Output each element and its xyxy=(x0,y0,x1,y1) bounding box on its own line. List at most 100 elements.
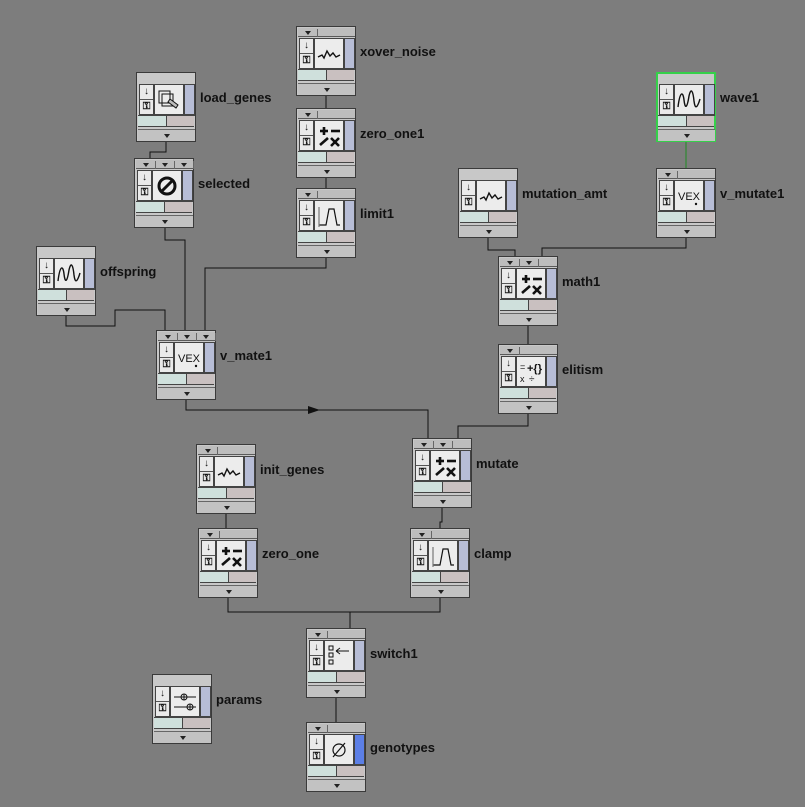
footprint-flag[interactable] xyxy=(165,202,192,213)
lock-flag-icon[interactable]: ⚿ xyxy=(162,359,171,370)
lock-flag-icon[interactable]: ⚿ xyxy=(312,657,321,668)
node-status-strip[interactable] xyxy=(298,231,355,243)
lock-flag-icon[interactable]: ⚿ xyxy=(504,285,513,296)
template-flag[interactable] xyxy=(154,718,183,729)
footprint-flag[interactable] xyxy=(183,718,210,729)
input-connector[interactable] xyxy=(412,531,432,539)
footprint-flag[interactable] xyxy=(441,572,468,583)
display-flag[interactable] xyxy=(354,734,365,765)
template-flag[interactable] xyxy=(308,766,337,777)
input-connector[interactable] xyxy=(308,631,328,639)
output-connector[interactable] xyxy=(298,165,355,177)
bypass-flag-icon[interactable]: ↓ xyxy=(502,357,515,372)
node-label[interactable]: init_genes xyxy=(260,462,325,477)
input-connector[interactable] xyxy=(158,333,178,341)
node-params[interactable]: ↓⚿params xyxy=(152,674,262,744)
template-flag[interactable] xyxy=(298,232,327,243)
template-flag[interactable] xyxy=(412,572,441,583)
output-connector[interactable] xyxy=(200,585,257,597)
bypass-flag-icon[interactable]: ↓ xyxy=(660,181,673,196)
bypass-flag-icon[interactable]: ↓ xyxy=(160,343,173,358)
lock-flag-icon[interactable]: ⚿ xyxy=(418,467,427,478)
node-label[interactable]: elitism xyxy=(562,362,604,377)
node-status-strip[interactable] xyxy=(308,671,365,683)
template-flag[interactable] xyxy=(500,300,529,311)
node-init-genes[interactable]: ↓⚿ init_genes xyxy=(196,444,324,514)
node-label[interactable]: mutate xyxy=(476,456,519,471)
node-status-strip[interactable] xyxy=(414,481,471,493)
output-connector[interactable] xyxy=(298,245,355,257)
input-connector[interactable] xyxy=(177,333,197,341)
input-connector[interactable] xyxy=(658,171,678,179)
node-tile[interactable]: ↓⚿ xyxy=(306,628,366,698)
bypass-flag-icon[interactable]: ↓ xyxy=(310,735,323,750)
bypass-flag-icon[interactable]: ↓ xyxy=(462,181,475,196)
display-flag[interactable] xyxy=(204,342,215,373)
node-tile[interactable]: ↓⚿VEX xyxy=(156,330,216,400)
lock-flag-icon[interactable]: ⚿ xyxy=(140,187,149,198)
node-tile[interactable]: ↓⚿ xyxy=(196,444,256,514)
node-offspring[interactable]: ↓⚿offspring xyxy=(36,246,156,316)
footprint-flag[interactable] xyxy=(167,116,194,127)
node-mutation-amt[interactable]: ↓⚿mutation_amt xyxy=(458,168,607,238)
output-connector[interactable] xyxy=(158,387,215,399)
node-status-strip[interactable] xyxy=(412,571,469,583)
display-flag[interactable] xyxy=(458,540,469,571)
template-flag[interactable] xyxy=(460,212,489,223)
bypass-flag-icon[interactable]: ↓ xyxy=(416,451,429,466)
output-connector[interactable] xyxy=(308,685,365,697)
node-label[interactable]: offspring xyxy=(100,264,157,279)
bypass-flag-icon[interactable]: ↓ xyxy=(300,121,313,136)
node-tile[interactable]: ↓⚿ xyxy=(656,72,716,142)
input-bar[interactable] xyxy=(158,332,216,341)
node-tile[interactable]: ↓⚿ xyxy=(296,188,356,258)
input-connector[interactable] xyxy=(414,441,434,449)
node-label[interactable]: wave1 xyxy=(720,90,760,105)
node-selected[interactable]: ↓⚿selected xyxy=(134,158,250,228)
node-label[interactable]: load_genes xyxy=(200,90,272,105)
output-connector[interactable] xyxy=(298,83,355,95)
lock-flag-icon[interactable]: ⚿ xyxy=(504,373,513,384)
node-status-strip[interactable] xyxy=(298,151,355,163)
node-label[interactable]: params xyxy=(216,692,263,707)
node-label[interactable]: genotypes xyxy=(370,740,436,755)
node-status-strip[interactable] xyxy=(200,571,257,583)
bypass-flag-icon[interactable]: ↓ xyxy=(300,201,313,216)
node-label[interactable]: clamp xyxy=(474,546,512,561)
footprint-flag[interactable] xyxy=(443,482,470,493)
display-flag[interactable] xyxy=(244,456,255,487)
input-connector[interactable] xyxy=(198,447,218,455)
template-flag[interactable] xyxy=(38,290,67,301)
node-status-strip[interactable] xyxy=(154,717,211,729)
template-flag[interactable] xyxy=(500,388,529,399)
output-connector[interactable] xyxy=(658,225,715,237)
output-connector[interactable] xyxy=(138,129,195,141)
template-flag[interactable] xyxy=(138,116,167,127)
footprint-flag[interactable] xyxy=(227,488,254,499)
lock-flag-icon[interactable]: ⚿ xyxy=(204,557,213,568)
footprint-flag[interactable] xyxy=(327,70,354,81)
node-tile[interactable]: ↓⚿ xyxy=(136,72,196,142)
output-connector[interactable] xyxy=(500,313,557,325)
input-connector[interactable] xyxy=(174,161,194,169)
template-flag[interactable] xyxy=(658,212,687,223)
bypass-flag-icon[interactable]: ↓ xyxy=(40,259,53,274)
input-connector[interactable] xyxy=(500,347,520,355)
input-connector[interactable] xyxy=(200,531,220,539)
input-bar[interactable] xyxy=(308,630,365,639)
node-xover-noise[interactable]: ↓⚿xover_noise xyxy=(296,26,436,96)
node-label[interactable]: selected xyxy=(198,176,251,191)
display-flag[interactable] xyxy=(344,200,355,231)
footprint-flag[interactable] xyxy=(327,152,354,163)
footprint-flag[interactable] xyxy=(529,300,556,311)
node-label[interactable]: zero_one1 xyxy=(360,126,425,141)
template-flag[interactable] xyxy=(414,482,443,493)
template-flag[interactable] xyxy=(308,672,337,683)
node-status-strip[interactable] xyxy=(308,765,365,777)
lock-flag-icon[interactable]: ⚿ xyxy=(302,217,311,228)
node-label[interactable]: mutation_amt xyxy=(522,186,608,201)
node-tile[interactable]: ↓⚿ xyxy=(306,722,366,792)
display-flag[interactable] xyxy=(506,180,517,211)
node-status-strip[interactable] xyxy=(158,373,215,385)
input-connector[interactable] xyxy=(298,191,318,199)
